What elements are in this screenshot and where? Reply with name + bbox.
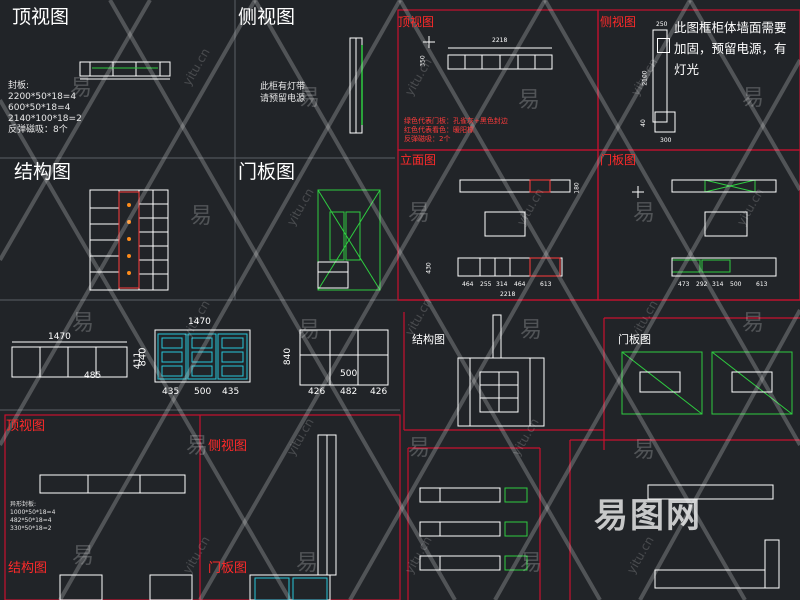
watermark-logo: 易图网 xyxy=(594,496,702,536)
dimension-label: 613 xyxy=(756,281,768,288)
dimension-label: 292 xyxy=(696,281,708,288)
panel-title-elevation-2: 立面图 xyxy=(400,153,437,167)
panel-title-door-1: 门板图 xyxy=(238,161,296,183)
sealing-line: 2200*50*18=4 xyxy=(8,92,77,102)
top-note: 此图框柜体墙面需要 xyxy=(674,20,787,35)
panel-title-structure-1: 结构图 xyxy=(14,161,72,183)
dimension-label: 435 xyxy=(222,387,240,397)
dimension-label: 482 xyxy=(340,387,358,397)
panel-title-structure-2: 结构图 xyxy=(412,333,445,346)
sealing-line: 600*50*18=4 xyxy=(8,103,71,113)
dimension-label: 464 xyxy=(514,281,526,288)
dimension-label: 840 xyxy=(283,347,294,366)
dimension-label: 2218 xyxy=(500,291,516,298)
side-note: 此柜有灯带 xyxy=(260,82,306,92)
bottom-sealing-title: 异形封板: xyxy=(10,501,37,508)
dimension-label: 314 xyxy=(496,281,508,288)
dimension-label: 500 xyxy=(340,369,358,379)
panel-title-door-4: 门板图 xyxy=(208,561,248,576)
bottom-sealing-line: 482*50*18=4 xyxy=(10,517,52,524)
panel-title-side-view-3: 侧视图 xyxy=(208,439,248,454)
bottom-sealing-line: 1000*50*18=4 xyxy=(10,509,56,516)
dimension-label: 426 xyxy=(308,387,326,397)
panel-title-side-view-1: 侧视图 xyxy=(238,6,296,28)
dimension-label: 464 xyxy=(462,281,474,288)
legend-red-line: 反弹磁吸：2个 xyxy=(404,135,451,143)
panel-title-top-view-1: 顶视图 xyxy=(12,6,70,28)
top-note: 加固，预留电源，有 xyxy=(674,41,787,56)
panel-title-structure-3: 结构图 xyxy=(8,561,48,576)
top-note: 灯光 xyxy=(674,62,700,77)
dimension-label: 435 xyxy=(162,387,180,397)
dimension-label: 485 xyxy=(84,371,102,381)
dimension-label: 473 xyxy=(678,281,690,288)
dimension-label: 40 xyxy=(639,119,647,127)
note-checkbox-mark xyxy=(657,38,670,53)
dimension-label: 1470 xyxy=(188,317,211,327)
dimension-label: 500 xyxy=(194,387,212,397)
dimension-label: 2218 xyxy=(492,37,508,44)
side-note: 请预留电源 xyxy=(260,94,306,104)
dimension-label: 2100 xyxy=(641,70,649,86)
bottom-sealing-line: 330*50*18=2 xyxy=(10,525,52,532)
dimension-label: 430 xyxy=(425,262,433,274)
dimension-label: 350 xyxy=(419,55,427,67)
panel-title-door-3: 门板图 xyxy=(618,333,651,346)
panel-title-door-2: 门板图 xyxy=(600,153,637,167)
legend-red-line: 红色代表看色：暖阳橡 xyxy=(404,126,474,134)
dimension-label: 1470 xyxy=(48,332,71,342)
panel-title-side-view-2: 侧视图 xyxy=(600,15,637,29)
panel-title-top-view-3: 顶视图 xyxy=(6,419,46,434)
sealing-title: 封板: xyxy=(8,81,30,91)
panel-title-top-view-2: 顶视图 xyxy=(398,15,435,29)
dimension-label: 426 xyxy=(370,387,388,397)
legend-red-line: 绿色代表门板：孔雀灰+黑色封边 xyxy=(404,117,508,125)
dimension-label: 840 xyxy=(137,347,149,367)
dimension-label: 300 xyxy=(660,137,672,144)
dimension-label: 500 xyxy=(730,281,742,288)
dimension-label: 613 xyxy=(540,281,552,288)
dimension-label: 180 xyxy=(573,182,581,194)
sealing-line: 2140*100*18=2 xyxy=(8,114,82,124)
dimension-label: 250 xyxy=(656,21,668,28)
dimension-label: 314 xyxy=(712,281,724,288)
dimension-label: 255 xyxy=(480,281,492,288)
sealing-line: 反弹磁吸：8个 xyxy=(8,125,68,135)
